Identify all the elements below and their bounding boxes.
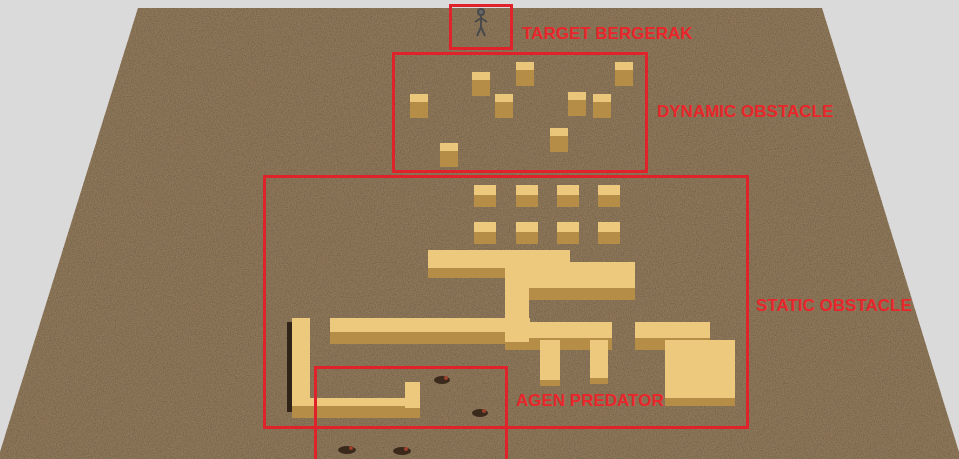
ground-plane (0, 8, 959, 459)
static-obstacles (287, 185, 735, 418)
region-box: AGEN PREDATOR (314, 366, 508, 459)
region-box: TARGET BERGERAK (449, 4, 513, 50)
target-figure (475, 9, 487, 36)
region-box: DYNAMIC OBSTACLE (392, 52, 648, 173)
dynamic-obstacles (410, 62, 633, 167)
region-label: AGEN PREDATOR (516, 392, 664, 411)
region-label: DYNAMIC OBSTACLE (657, 103, 833, 122)
region-label: STATIC OBSTACLE (756, 297, 912, 316)
region-label: TARGET BERGERAK (522, 25, 693, 44)
predator-agents (338, 376, 488, 455)
